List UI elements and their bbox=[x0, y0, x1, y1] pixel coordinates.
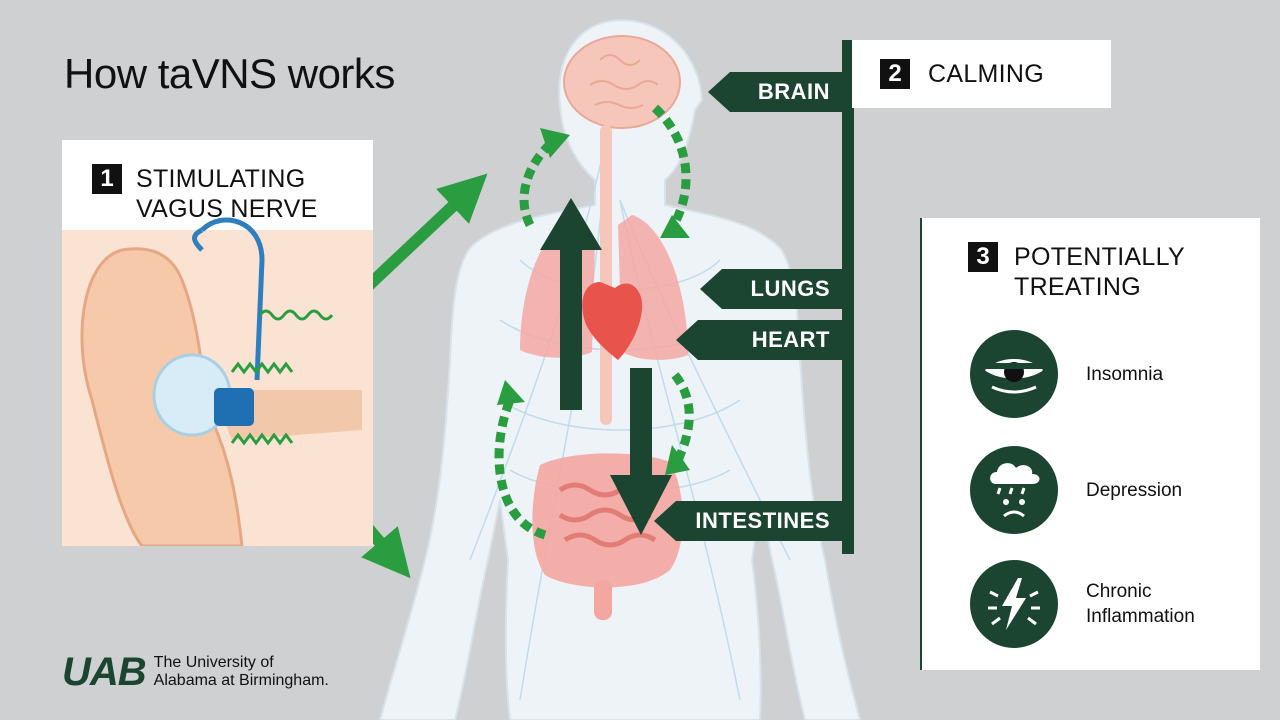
dashed-arrow-intestine-up bbox=[494, 398, 547, 540]
condition-insomnia: Insomnia bbox=[970, 330, 1163, 418]
organ-label-brain: BRAIN bbox=[708, 72, 842, 112]
step1-label-line2: VAGUS NERVE bbox=[136, 195, 318, 223]
heart-organ bbox=[582, 282, 643, 360]
brain-organ bbox=[563, 35, 681, 129]
dashed-arrow-heart-right bbox=[671, 372, 694, 462]
step1-panel: 1 STIMULATING VAGUS NERVE bbox=[62, 140, 373, 546]
condition-depression: Depression bbox=[970, 446, 1182, 534]
rain-cloud-sad-face-icon bbox=[970, 446, 1058, 534]
uab-logo: UAB The University of Alabama at Birming… bbox=[62, 652, 329, 692]
step3-heading: 3 POTENTIALLY TREATING bbox=[968, 242, 1185, 302]
step2-panel: 2 CALMING bbox=[852, 40, 1111, 108]
efferent-down-arrow bbox=[610, 368, 672, 535]
step3-number: 3 bbox=[968, 242, 998, 272]
uab-logo-mark: UAB bbox=[62, 650, 147, 694]
step1-heading: 1 STIMULATING VAGUS NERVE bbox=[92, 164, 318, 224]
lightning-burst-icon bbox=[970, 560, 1058, 648]
condition-label-line1: Chronic bbox=[1086, 581, 1152, 602]
step3-panel: 3 POTENTIALLY TREATING Insomnia bbox=[922, 218, 1260, 670]
body-silhouette bbox=[378, 18, 862, 720]
uab-logo-line1: The University of bbox=[153, 654, 274, 671]
step1-label-line1: STIMULATING bbox=[136, 165, 306, 193]
afferent-up-arrow bbox=[540, 198, 602, 410]
eye-icon bbox=[970, 330, 1058, 418]
page-title: How taVNS works bbox=[64, 50, 395, 97]
step1-number: 1 bbox=[92, 164, 122, 194]
spinal-cord bbox=[600, 125, 612, 425]
ear-device-illustration bbox=[62, 217, 373, 546]
step2-number: 2 bbox=[880, 59, 910, 89]
organ-label-heart: HEART bbox=[676, 320, 842, 360]
condition-label-line2: Inflammation bbox=[1086, 606, 1195, 627]
organ-label-intestines: INTESTINES bbox=[654, 501, 842, 541]
step2-label: CALMING bbox=[928, 59, 1045, 88]
condition-chronic-inflammation: Chronic Inflammation bbox=[970, 560, 1195, 648]
step3-label-line1: POTENTIALLY bbox=[1014, 243, 1185, 271]
organ-label-lungs: LUNGS bbox=[700, 269, 842, 309]
uab-logo-line2: Alabama at Birmingham. bbox=[153, 672, 329, 689]
condition-label-line1: Depression bbox=[1086, 479, 1183, 501]
connector-bar-2 bbox=[842, 40, 854, 554]
condition-label-line1: Insomnia bbox=[1086, 363, 1164, 385]
step3-label-line2: TREATING bbox=[1014, 273, 1141, 301]
dashed-arrow-brain-right bbox=[651, 104, 691, 231]
